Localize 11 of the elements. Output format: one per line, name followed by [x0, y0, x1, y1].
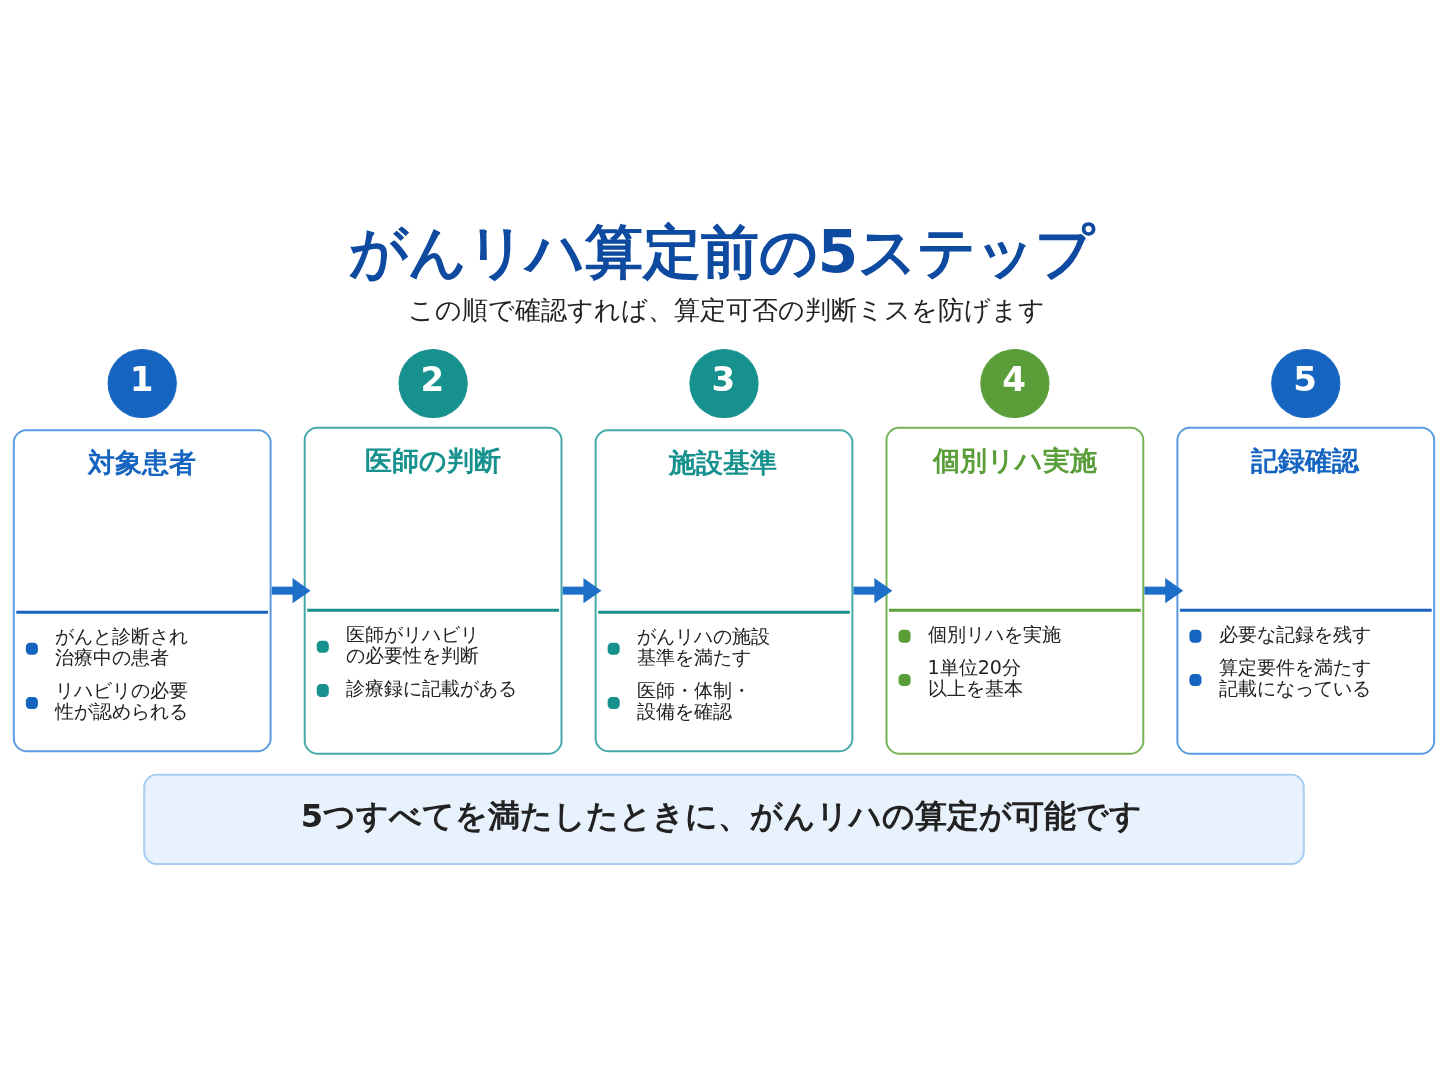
- arrow: [562, 577, 602, 603]
- arrow: [1144, 577, 1184, 603]
- diagram-title: がんリハ算定前の5ステップ: [348, 217, 1095, 286]
- node-circle: 1: [107, 348, 177, 418]
- node-circle: 2: [398, 348, 468, 418]
- arrow: [271, 577, 311, 603]
- node-circle: 3: [689, 348, 759, 418]
- label: この順で確認すれば、算定可否の判断ミスを防げます: [407, 294, 1045, 325]
- node-circle: 4: [980, 348, 1050, 418]
- node-circle: 5: [1271, 348, 1341, 418]
- arrow: [853, 577, 893, 603]
